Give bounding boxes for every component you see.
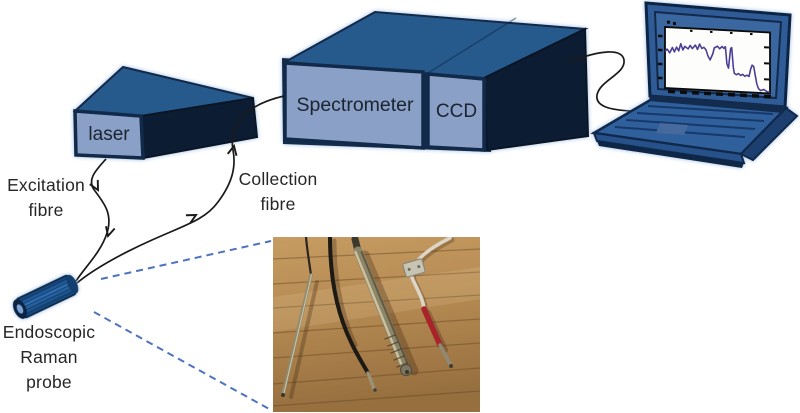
fibre-arrowheads xyxy=(89,143,238,239)
callout-dashed-line-upper xyxy=(100,240,272,280)
spectrometer-label: Spectrometer xyxy=(287,64,423,146)
plot-area xyxy=(664,26,771,95)
laptop-front-bottom-edge xyxy=(597,141,744,168)
collection-fibre-label-line2: fibre xyxy=(260,194,296,214)
laser-box xyxy=(72,65,259,160)
excitation-arrowhead-2 xyxy=(105,225,116,239)
excitation-fibre-label-line2: fibre xyxy=(28,200,64,220)
laser-label-text: laser xyxy=(88,123,130,145)
keyboard-lines xyxy=(614,105,774,138)
probe-rear-cap xyxy=(66,274,79,294)
collection-arrowhead-1 xyxy=(185,214,198,224)
raman-probe-label-line2: Raman xyxy=(20,347,78,367)
photo-wood-table xyxy=(273,237,480,412)
photo-probe-black-cable xyxy=(328,237,377,392)
fibre-lines xyxy=(75,51,632,284)
plot-tick-marks xyxy=(658,20,771,99)
cable-connector-clip xyxy=(402,258,426,278)
ccd-front-panel xyxy=(426,72,486,152)
photo-callout-lines xyxy=(93,240,272,411)
collection-fibre-label: Collection fibre xyxy=(230,167,326,217)
laptop xyxy=(590,1,799,168)
excitation-fibre-path xyxy=(75,158,110,282)
ccd-label: CCD xyxy=(429,76,484,148)
spectrometer-box xyxy=(281,10,590,152)
spectrometer-front-panel xyxy=(283,61,425,150)
excitation-arrowhead-1 xyxy=(89,179,99,192)
collection-arrowhead-2 xyxy=(226,143,238,156)
spectrum-line xyxy=(664,42,771,94)
laser-label: laser xyxy=(76,112,142,157)
collection-fibre-label-line1: Collection xyxy=(238,169,318,189)
raman-probe-label-line3: probe xyxy=(26,372,72,392)
photo-probe-thick-metal xyxy=(351,237,413,377)
laptop-cable-path xyxy=(568,51,632,112)
collection-fibre-path xyxy=(76,95,285,284)
raman-probe xyxy=(12,274,79,319)
callout-dashed-line-lower xyxy=(93,311,272,411)
raman-probe-label: Endoscopic Raman probe xyxy=(0,320,98,395)
laptop-hinge xyxy=(649,95,785,113)
probe-photo xyxy=(273,237,480,412)
screen-plot xyxy=(658,20,771,99)
spectrometer-top-seam xyxy=(427,17,517,74)
spectrometer-label-text: Spectrometer xyxy=(296,93,414,116)
photo-probe-thin-metal xyxy=(281,237,313,397)
ccd-label-text: CCD xyxy=(435,101,478,122)
laptop-base-right-edge xyxy=(739,106,799,162)
probe-ribs xyxy=(384,334,408,368)
laser-front-panel xyxy=(73,109,145,160)
raman-probe-label-line1: Endoscopic xyxy=(2,322,96,342)
probe-stripes xyxy=(18,278,74,315)
laptop-trackpad xyxy=(656,123,688,135)
photo-probe-white-cable xyxy=(402,237,455,368)
excitation-fibre-label: Excitation fibre xyxy=(0,173,92,223)
probe-tip-window xyxy=(16,304,24,314)
spectrometer-box-side-face xyxy=(482,27,590,152)
excitation-fibre-label-line1: Excitation xyxy=(7,175,85,195)
